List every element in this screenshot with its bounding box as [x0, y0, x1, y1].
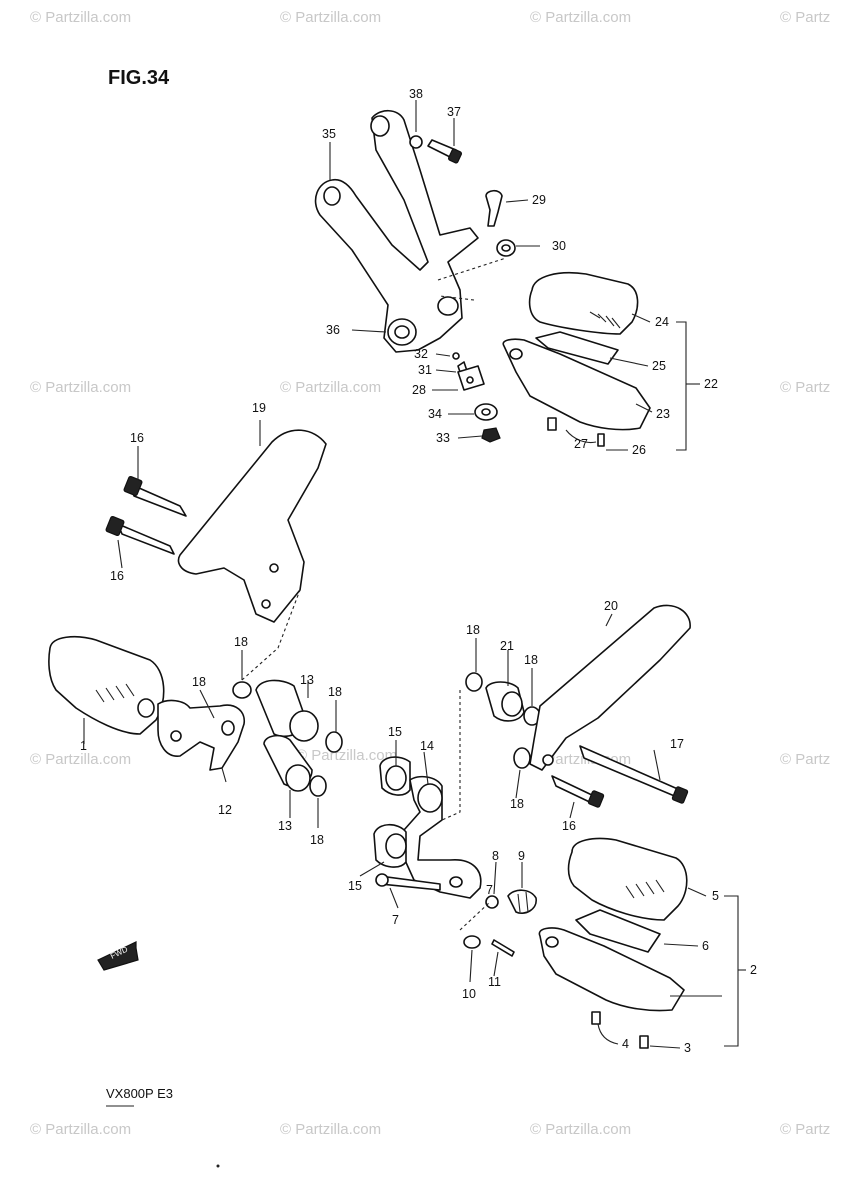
part-label: 18: [328, 685, 342, 699]
part-label: 30: [552, 239, 566, 253]
watermark: © Partzilla.com: [530, 9, 631, 26]
part-label: 32: [414, 347, 428, 361]
heel-guard-left: [105, 429, 327, 623]
part-label: 18: [310, 833, 324, 847]
bushings-left: [232, 679, 343, 797]
part-label: 36: [326, 323, 340, 337]
part-label: 2: [750, 963, 757, 977]
watermark: © Partz: [780, 751, 830, 768]
part-label: 6: [702, 939, 709, 953]
part-label: 16: [562, 819, 576, 833]
figure-title: FIG.34: [108, 67, 170, 89]
part-label: 33: [436, 431, 450, 445]
hardware-upper: [409, 135, 516, 443]
model-code: VX800P E3: [106, 1086, 173, 1101]
watermark: © Partz: [780, 9, 830, 26]
watermark-layer: © Partzilla.com © Partzilla.com © Partzi…: [30, 9, 830, 1138]
watermark: © Partzilla.com: [280, 379, 381, 396]
watermark: © Partzilla.com: [30, 751, 131, 768]
hardware-lower: [375, 873, 537, 957]
part-labels: 38 37 35 29 30 24 36 32 25 31 22 28 34 2…: [80, 87, 757, 1055]
part-label: 12: [218, 803, 232, 817]
part-label: 34: [428, 407, 442, 421]
part-label: 11: [488, 975, 501, 989]
front-footrest-left: [48, 635, 245, 771]
part-label: 23: [656, 407, 670, 421]
bushings-right: [465, 672, 541, 769]
watermark: © Partzilla.com: [280, 9, 381, 26]
part-label: 10: [462, 987, 476, 1001]
part-label: 19: [252, 401, 266, 415]
part-label: 7: [392, 913, 399, 927]
part-label: 31: [418, 363, 432, 377]
watermark: © Partzilla.com: [280, 1121, 381, 1138]
part-label: 18: [524, 653, 538, 667]
part-label: 3: [684, 1041, 691, 1055]
part-label: 4: [622, 1037, 629, 1051]
part-label: 18: [466, 623, 480, 637]
part-label: 8: [492, 849, 499, 863]
rear-footrest-assy: [502, 271, 651, 447]
heel-guard-right: [529, 604, 691, 808]
part-label: 13: [278, 819, 292, 833]
part-label: 26: [632, 443, 646, 457]
part-label: 38: [409, 87, 423, 101]
part-label: 14: [420, 739, 434, 753]
part-label: 35: [322, 127, 336, 141]
watermark: © Partz: [780, 379, 830, 396]
part-label: 29: [532, 193, 546, 207]
part-label: 13: [300, 673, 314, 687]
part-label: 7: [486, 883, 493, 897]
part-label: 16: [130, 431, 144, 445]
part-label: 21: [500, 639, 514, 653]
part-label: 18: [510, 797, 524, 811]
part-label: 1: [80, 739, 87, 753]
leader-lines: [83, 100, 746, 1049]
rear-footrest-bracket: [314, 109, 479, 353]
part-label: 27: [574, 437, 588, 451]
watermark: © Partzilla.com: [30, 1121, 131, 1138]
part-label: 20: [604, 599, 618, 613]
watermark: © Partzilla.com: [296, 747, 397, 764]
part-label: 15: [348, 879, 362, 893]
part-label: 16: [110, 569, 124, 583]
part-label: 18: [192, 675, 206, 689]
part-label: 24: [655, 315, 669, 329]
watermark: © Partzilla.com: [530, 1121, 631, 1138]
watermark: © Partzilla.com: [30, 379, 131, 396]
part-label: 25: [652, 359, 666, 373]
forward-arrow: FWD: [97, 941, 139, 971]
front-right-arm: [373, 756, 482, 899]
watermark: © Partzilla.com: [30, 9, 131, 26]
part-label: 22: [704, 377, 718, 391]
part-label: 9: [518, 849, 525, 863]
part-label: 17: [670, 737, 684, 751]
watermark: © Partz: [780, 1121, 830, 1138]
front-footrest-right: [538, 837, 688, 1049]
part-label: 18: [234, 635, 248, 649]
part-label: 37: [447, 105, 461, 119]
part-label: 15: [388, 725, 402, 739]
part-label: 28: [412, 383, 426, 397]
part-label: 5: [712, 889, 719, 903]
